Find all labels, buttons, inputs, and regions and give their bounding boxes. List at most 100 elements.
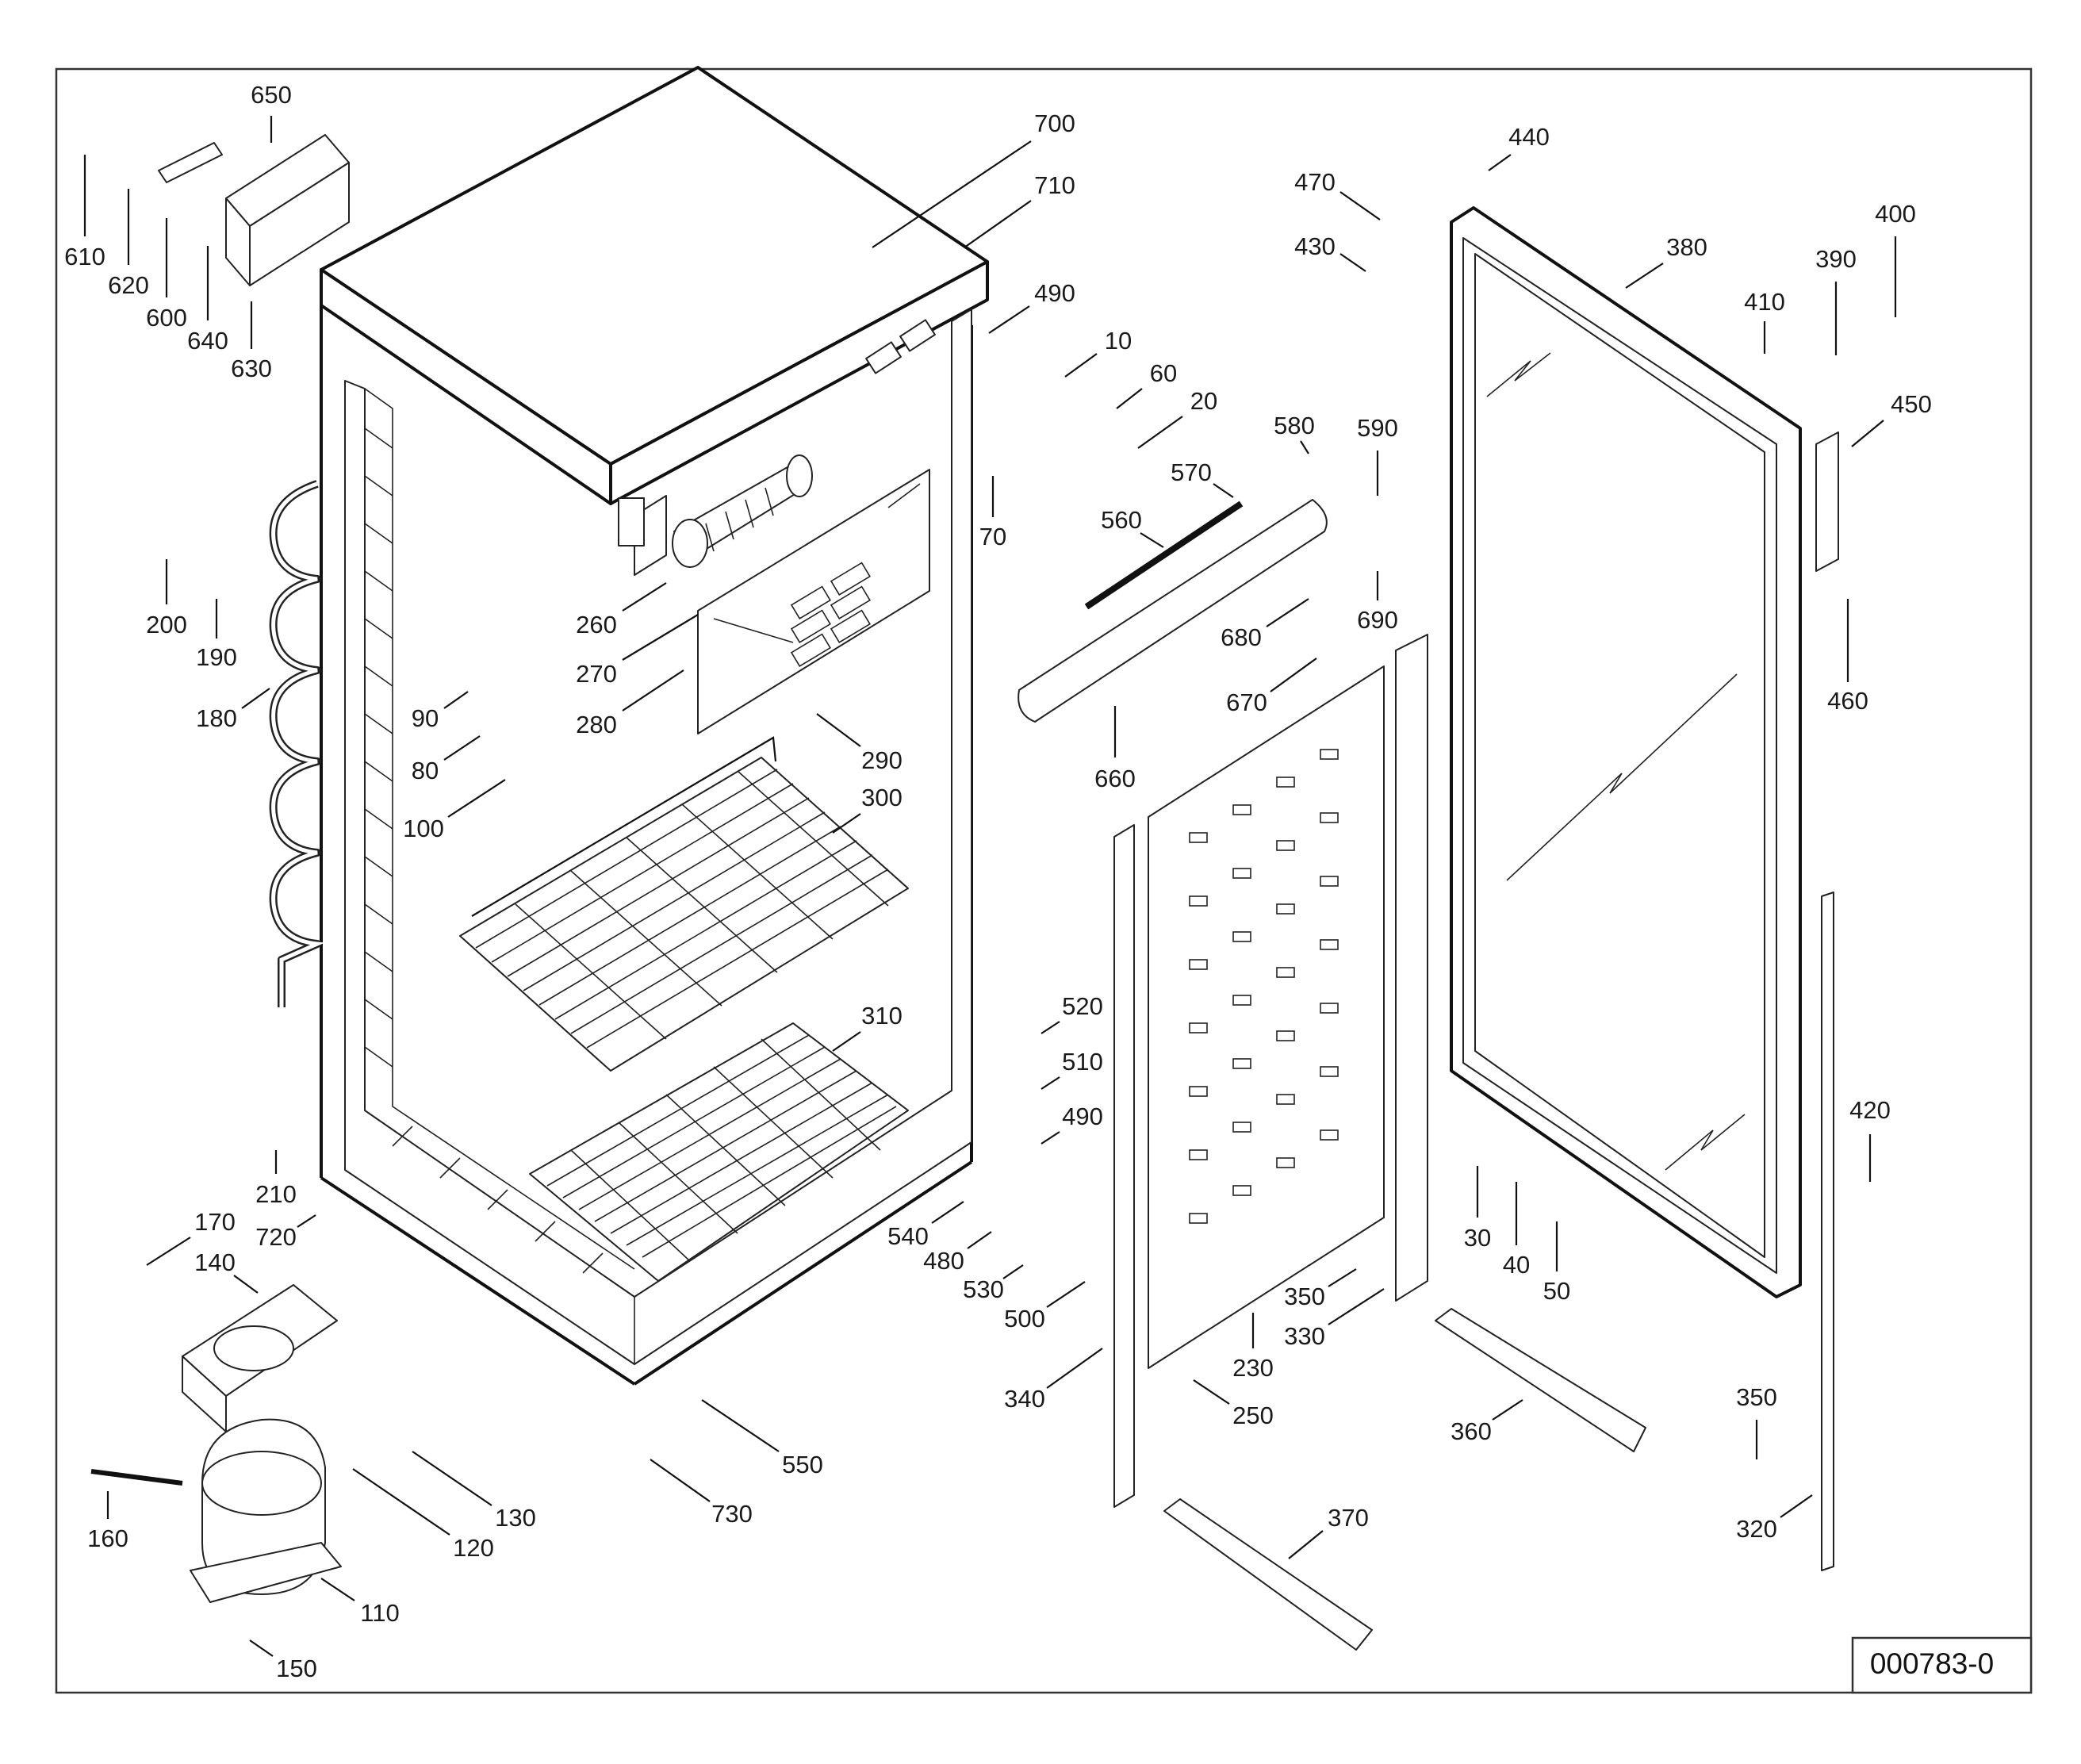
leader-line-250 (1193, 1379, 1230, 1405)
part-label-720: 720 (255, 1223, 297, 1251)
leader-line-490b (1040, 1131, 1060, 1145)
wire-shelf-310 (529, 1022, 909, 1282)
part-label-190: 190 (196, 643, 237, 671)
part-label-410: 410 (1744, 288, 1785, 316)
part-label-510: 510 (1062, 1048, 1103, 1076)
cabinet-body (320, 66, 989, 1386)
leader-line-100 (447, 779, 506, 818)
bottom-rail-370 (1163, 1498, 1373, 1651)
controller-box (158, 134, 350, 286)
leader-line-530 (1002, 1264, 1024, 1279)
part-label-30: 30 (1464, 1224, 1491, 1252)
leader-line-570 (1213, 483, 1234, 498)
wire-shelf-300 (459, 736, 909, 1072)
evaporator-cover (697, 469, 930, 734)
leader-line-60 (1116, 388, 1143, 409)
fan-motor (618, 454, 813, 568)
part-label-360: 360 (1451, 1417, 1492, 1445)
leader-line-20 (1137, 416, 1183, 449)
leader-line-730 (650, 1459, 711, 1502)
part-label-140: 140 (194, 1248, 236, 1276)
part-label-590: 590 (1357, 414, 1398, 442)
leader-line-450 (1851, 420, 1884, 447)
part-label-390: 390 (1815, 245, 1857, 273)
leader-line-480 (967, 1231, 992, 1249)
part-label-450: 450 (1891, 390, 1932, 418)
leader-line-140 (233, 1275, 259, 1294)
part-label-300: 300 (861, 784, 903, 811)
part-label-730: 730 (711, 1500, 753, 1528)
leader-line-170 (146, 1237, 191, 1266)
leader-lines (83, 116, 1897, 1657)
lamp-cover (1018, 499, 1328, 723)
leader-line-520 (1040, 1021, 1060, 1034)
leader-line-720 (297, 1214, 316, 1228)
leader-line-360 (1492, 1399, 1523, 1421)
leader-line-670 (1270, 658, 1317, 692)
part-label-550: 550 (782, 1451, 823, 1478)
part-label-310: 310 (861, 1002, 903, 1030)
part-label-180: 180 (196, 704, 237, 732)
part-label-260: 260 (576, 611, 617, 638)
part-label-280: 280 (576, 711, 617, 738)
part-label-100: 100 (403, 815, 444, 842)
part-label-330: 330 (1284, 1322, 1325, 1350)
leader-line-380 (1625, 263, 1664, 289)
part-label-230: 230 (1232, 1354, 1274, 1382)
leader-line-280 (622, 669, 684, 711)
leader-line-10 (1064, 353, 1098, 378)
part-label-400: 400 (1875, 200, 1916, 228)
door-strip-420 (1821, 892, 1834, 1571)
part-label-150: 150 (276, 1655, 317, 1682)
part-label-370: 370 (1328, 1504, 1369, 1532)
part-label-70: 70 (979, 523, 1006, 550)
leader-line-440 (1488, 154, 1512, 171)
drawing-id-box: 000783-0 (1851, 1636, 2033, 1694)
side-rail-right (1395, 634, 1428, 1302)
part-label-60: 60 (1150, 359, 1177, 387)
part-label-500: 500 (1004, 1305, 1045, 1333)
part-label-490b: 490 (1062, 1102, 1103, 1130)
leader-line-270 (622, 614, 699, 661)
leader-line-260 (622, 582, 667, 612)
part-label-490a: 490 (1034, 279, 1075, 307)
leader-line-310 (832, 1031, 861, 1052)
leader-line-430 (1339, 253, 1366, 272)
leader-line-510 (1040, 1076, 1060, 1090)
leader-line-700 (872, 140, 1032, 248)
drawing-frame (55, 67, 2033, 1694)
condenser-coil (269, 480, 325, 1007)
door-handle (1815, 431, 1839, 572)
part-label-670: 670 (1226, 688, 1267, 716)
part-label-170: 170 (194, 1208, 236, 1236)
leader-line-500 (1046, 1281, 1086, 1308)
leader-line-150 (249, 1639, 274, 1657)
part-label-110: 110 (360, 1599, 399, 1627)
leader-line-90 (443, 691, 469, 709)
part-label-630: 630 (231, 355, 272, 382)
part-label-470: 470 (1294, 168, 1336, 196)
leader-line-340 (1046, 1348, 1103, 1389)
part-label-270: 270 (576, 660, 617, 688)
back-panel (1148, 665, 1385, 1369)
part-label-570: 570 (1171, 458, 1212, 486)
part-label-250: 250 (1232, 1402, 1274, 1429)
leader-line-330 (1328, 1288, 1385, 1325)
drip-tray (182, 1284, 338, 1432)
leader-line-370 (1288, 1530, 1324, 1559)
part-label-540: 540 (887, 1222, 929, 1250)
leader-line-490a (988, 305, 1030, 334)
part-label-160: 160 (87, 1524, 128, 1552)
part-label-600: 600 (146, 304, 187, 332)
part-label-430: 430 (1294, 232, 1336, 260)
part-label-20: 20 (1190, 387, 1217, 415)
leader-line-550 (701, 1399, 780, 1452)
part-label-320: 320 (1736, 1515, 1777, 1543)
part-label-660: 660 (1094, 765, 1136, 792)
part-label-200: 200 (146, 611, 187, 638)
part-label-90: 90 (412, 704, 439, 732)
part-label-640: 640 (187, 327, 228, 355)
part-label-700: 700 (1034, 109, 1075, 137)
